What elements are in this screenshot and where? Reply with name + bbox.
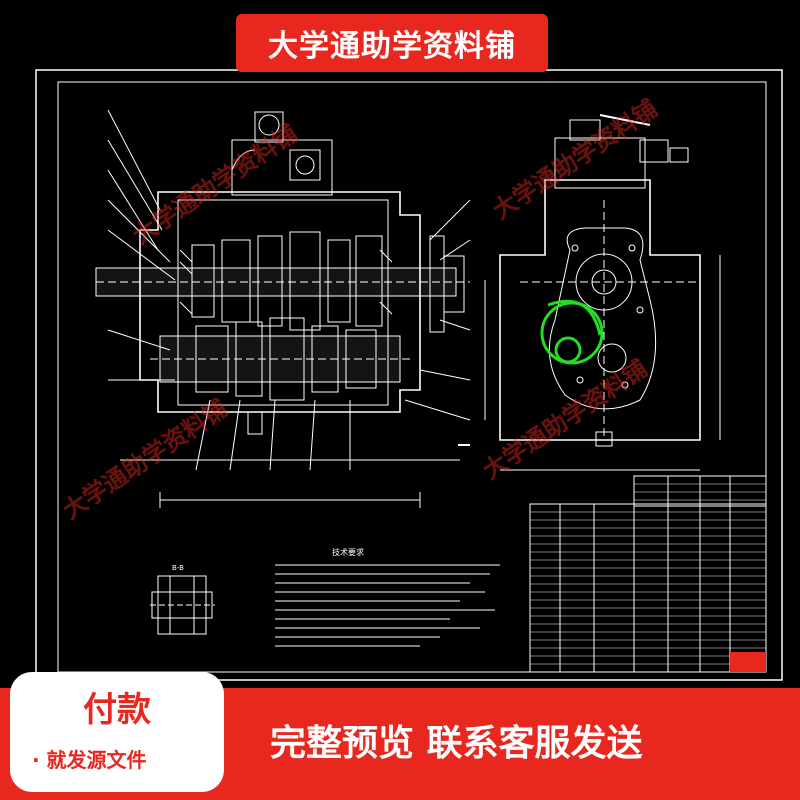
parts-list-rows (530, 483, 766, 665)
watermark-text: 大学通助学资料铺 (488, 94, 663, 225)
payment-badge: 付款 · 就发源文件 (10, 672, 224, 792)
highlighted-gear (540, 299, 604, 365)
shop-title-banner: 大学通助学资料铺 (236, 14, 548, 72)
parts-list-table (529, 475, 767, 673)
contact-cta: 完整预览 联系客服发送 (270, 723, 643, 764)
drawing-inner-border (57, 81, 767, 673)
section-label: B-B (172, 564, 184, 572)
section-detail-view (150, 575, 215, 635)
title-block-stamp (730, 652, 766, 672)
payment-title: 付款 (83, 690, 151, 730)
shop-title: 大学通助学资料铺 (268, 29, 516, 64)
gearbox-end-view (484, 114, 721, 471)
gearbox-section-view (95, 109, 471, 508)
payment-subtitle: · 就发源文件 (32, 748, 147, 772)
tech-requirements-title: 技术要求 (332, 547, 364, 557)
watermark-text: 大学通助学资料铺 (478, 354, 653, 485)
watermark-text: 大学通助学资料铺 (128, 119, 303, 250)
tech-requirements-text (275, 564, 500, 647)
